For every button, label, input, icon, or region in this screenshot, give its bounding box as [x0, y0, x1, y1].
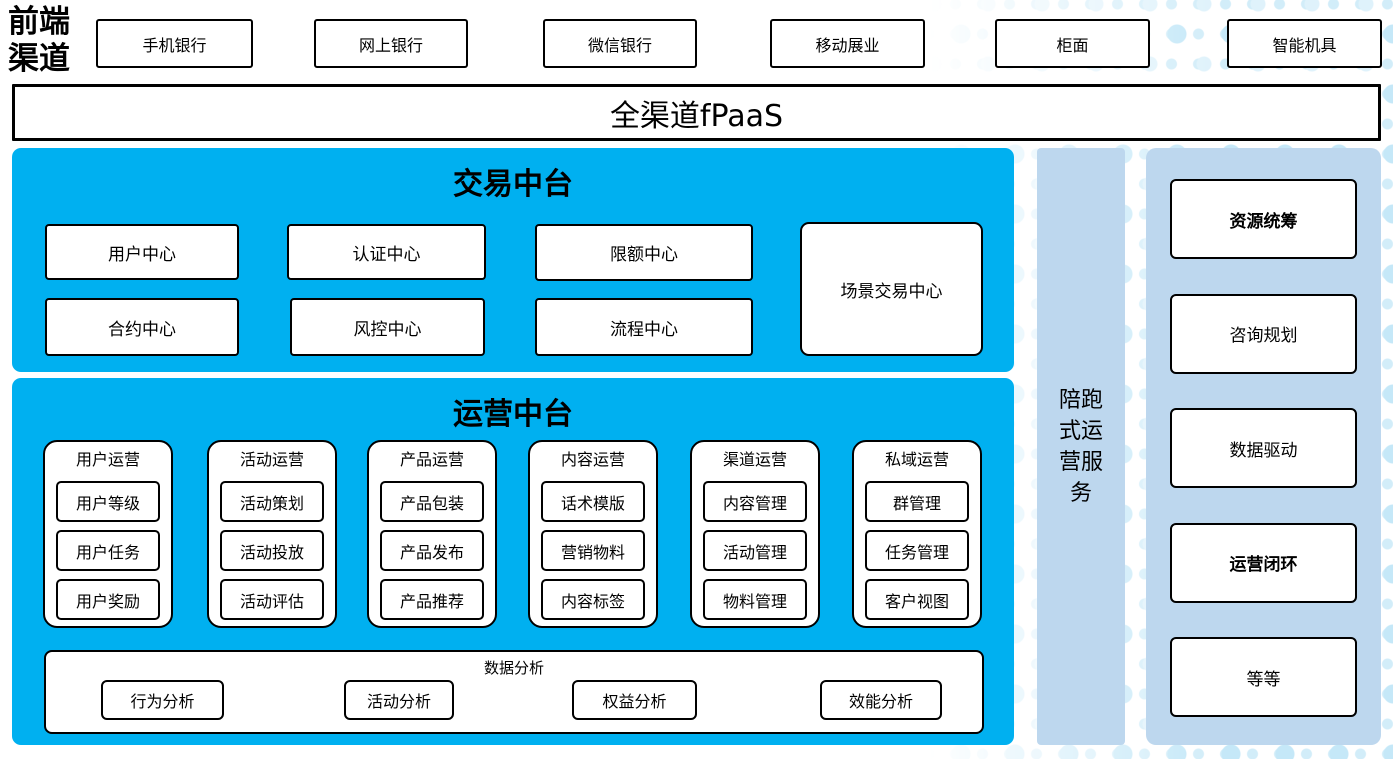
service-panel: 资源统筹 咨询规划 数据驱动 运营闭环 等等 — [1146, 148, 1381, 745]
op-item: 任务管理 — [865, 530, 969, 571]
channel-box-counter: 柜面 — [995, 19, 1150, 68]
op-column-content-operation: 内容运营 话术模版 营销物料 内容标签 — [528, 440, 658, 628]
center-box-user: 用户中心 — [45, 224, 239, 280]
op-item: 活动评估 — [220, 579, 324, 620]
data-analysis-strip: 数据分析 行为分析 活动分析 权益分析 效能分析 — [44, 650, 984, 734]
center-box-contract: 合约中心 — [45, 298, 239, 356]
op-item: 产品包装 — [380, 481, 484, 522]
op-item: 群管理 — [865, 481, 969, 522]
channel-box-wechat-banking: 微信银行 — [543, 19, 697, 68]
data-analysis-title: 数据分析 — [483, 659, 544, 677]
op-item: 产品推荐 — [380, 579, 484, 620]
channel-box-smart-machines: 智能机具 — [1227, 19, 1382, 68]
op-item: 客户视图 — [865, 579, 969, 620]
op-item: 话术模版 — [541, 481, 645, 522]
analysis-box-benefit: 权益分析 — [572, 680, 697, 720]
service-box-consulting-planning: 咨询规划 — [1170, 293, 1357, 374]
center-box-scenario-transaction: 场景交易中心 — [800, 222, 983, 356]
center-box-auth: 认证中心 — [287, 224, 486, 280]
analysis-box-activity: 活动分析 — [344, 680, 454, 720]
op-column-user-operation: 用户运营 用户等级 用户任务 用户奖励 — [43, 440, 173, 628]
operation-platform-title: 运营中台 — [453, 397, 573, 432]
op-column-header: 内容运营 — [560, 450, 625, 469]
op-item: 内容标签 — [541, 579, 645, 620]
accompanying-service-label: 陪跑式运营服务 — [1058, 387, 1103, 506]
center-box-limit: 限额中心 — [535, 224, 753, 281]
op-item: 产品发布 — [380, 530, 484, 571]
op-column-private-domain-operation: 私域运营 群管理 任务管理 客户视图 — [852, 440, 982, 628]
fpaas-bar: 全渠道fPaaS — [12, 84, 1381, 141]
center-box-risk: 风控中心 — [290, 298, 485, 356]
operation-platform-panel: 运营中台 用户运营 用户等级 用户任务 用户奖励 活动运营 活动策划 活动投放 … — [12, 378, 1014, 745]
op-item: 活动管理 — [703, 530, 807, 571]
op-item: 物料管理 — [703, 579, 807, 620]
analysis-box-efficiency: 效能分析 — [820, 680, 942, 720]
op-column-activity-operation: 活动运营 活动策划 活动投放 活动评估 — [207, 440, 337, 628]
channel-box-mobile-banking: 手机银行 — [96, 19, 253, 68]
channel-box-mobile-showcase: 移动展业 — [770, 19, 925, 68]
op-column-product-operation: 产品运营 产品包装 产品发布 产品推荐 — [367, 440, 497, 628]
center-box-process: 流程中心 — [535, 298, 753, 356]
op-item: 活动投放 — [220, 530, 324, 571]
channel-box-online-banking: 网上银行 — [314, 19, 468, 68]
op-item: 用户等级 — [56, 481, 160, 522]
transaction-platform-title: 交易中台 — [453, 167, 573, 202]
frontend-channels-label: 前端渠道 — [8, 4, 70, 77]
service-box-data-driven: 数据驱动 — [1170, 408, 1357, 488]
op-column-header: 产品运营 — [399, 450, 464, 469]
op-item: 活动策划 — [220, 481, 324, 522]
accompanying-service-bar: 陪跑式运营服务 — [1037, 148, 1125, 745]
op-column-header: 私域运营 — [884, 450, 949, 469]
op-item: 营销物料 — [541, 530, 645, 571]
op-item: 用户任务 — [56, 530, 160, 571]
op-column-header: 渠道运营 — [722, 450, 787, 469]
op-item: 内容管理 — [703, 481, 807, 522]
service-box-operation-closed-loop: 运营闭环 — [1170, 522, 1357, 603]
op-column-channel-operation: 渠道运营 内容管理 活动管理 物料管理 — [690, 440, 820, 628]
op-column-header: 活动运营 — [239, 450, 304, 469]
op-column-header: 用户运营 — [75, 450, 140, 469]
service-box-etc: 等等 — [1170, 637, 1357, 717]
analysis-box-behavior: 行为分析 — [101, 680, 224, 720]
transaction-platform-panel: 交易中台 用户中心 认证中心 限额中心 合约中心 风控中心 流程中心 场景交易中… — [12, 148, 1014, 372]
op-item: 用户奖励 — [56, 579, 160, 620]
service-box-resource-coordination: 资源统筹 — [1170, 179, 1357, 259]
